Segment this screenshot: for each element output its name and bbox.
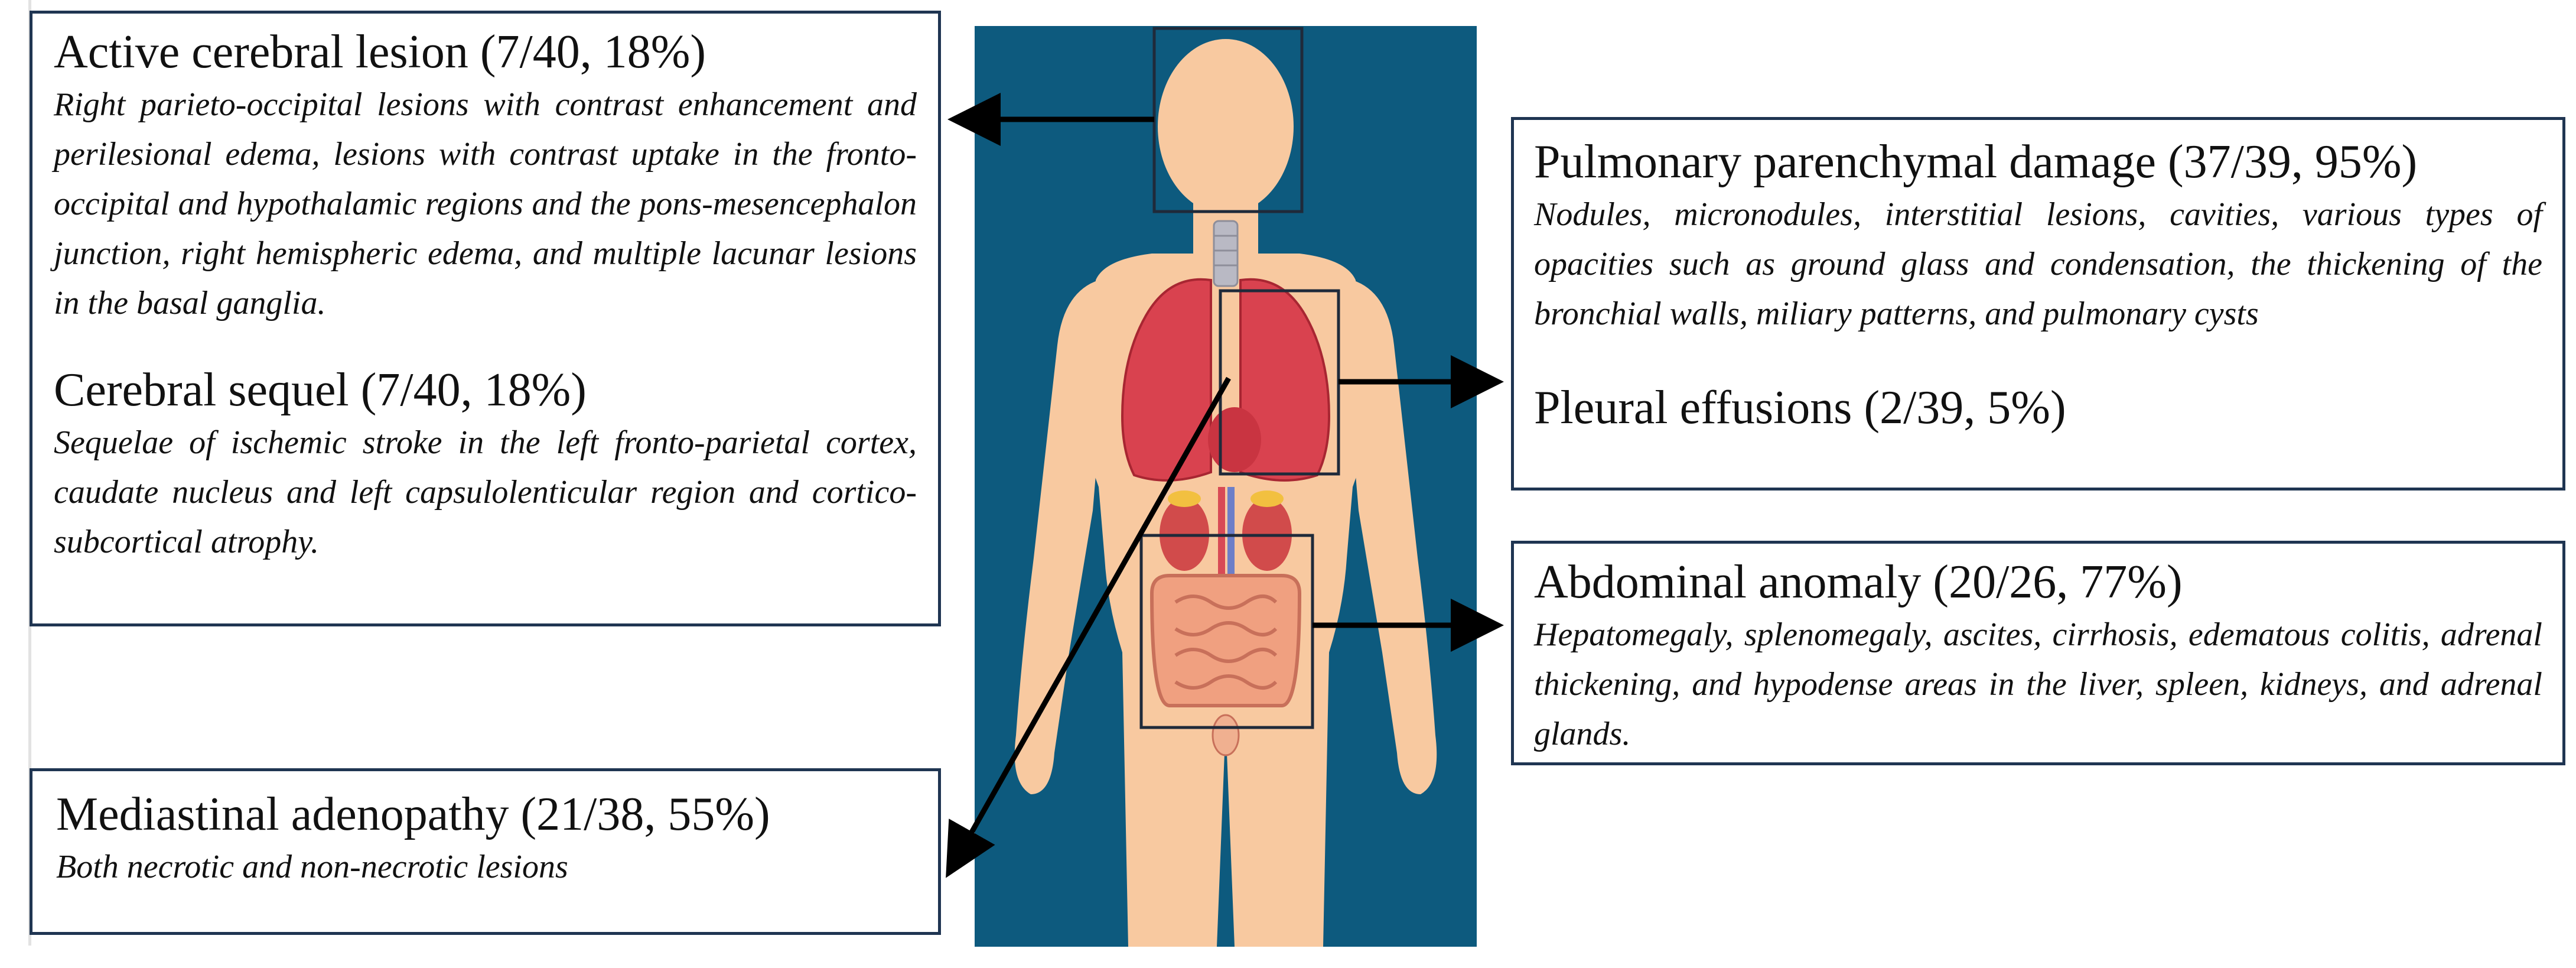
pulmonary-findings-box: Pulmonary parenchymal damage (37/39, 95%…	[1511, 117, 2565, 491]
cerebral-sequel-description: Sequelae of ischemic stroke in the left …	[54, 424, 917, 560]
active-cerebral-lesion-title: Active cerebral lesion (7/40, 18%)	[54, 26, 706, 78]
head-highlight-frame	[1152, 27, 1304, 213]
right-arm-shape	[1350, 280, 1437, 794]
pulmonary-damage-title: Pulmonary parenchymal damage (37/39, 95%…	[1534, 136, 2418, 188]
bladder-shape	[1212, 714, 1240, 756]
mediastinal-findings-box: Mediastinal adenopathy (21/38, 55%) Both…	[30, 768, 941, 935]
mediastinal-adenopathy-description: Both necrotic and non-necrotic lesions	[56, 849, 568, 885]
active-cerebral-lesion-description: Right parieto-occipital lesions with con…	[54, 86, 917, 321]
pleural-effusions-title: Pleural effusions (2/39, 5%)	[1534, 382, 2066, 434]
mediastinal-adenopathy-title: Mediastinal adenopathy (21/38, 55%)	[56, 788, 770, 840]
abdominal-findings-box: Abdominal anomaly (20/26, 77%) Hepatomeg…	[1511, 541, 2565, 765]
cerebral-findings-box: Active cerebral lesion (7/40, 18%) Right…	[30, 11, 941, 626]
heart-shape	[1208, 407, 1261, 472]
abdominal-anomaly-title: Abdominal anomaly (20/26, 77%)	[1534, 556, 2183, 608]
cerebral-sequel-title: Cerebral sequel (7/40, 18%)	[54, 364, 587, 416]
abdominal-anomaly-description: Hepatomegaly, splenomegaly, ascites, cir…	[1534, 616, 2542, 752]
left-adrenal-shape	[1250, 491, 1284, 507]
human-body-figure	[975, 26, 1477, 947]
trachea-shape	[1213, 220, 1239, 287]
intestines-shape	[1149, 574, 1302, 707]
left-lung-shape	[1239, 278, 1331, 482]
pulmonary-damage-description: Nodules, micronodules, interstitial lesi…	[1534, 196, 2542, 332]
head-shape	[1158, 39, 1294, 214]
right-adrenal-shape	[1168, 491, 1201, 507]
